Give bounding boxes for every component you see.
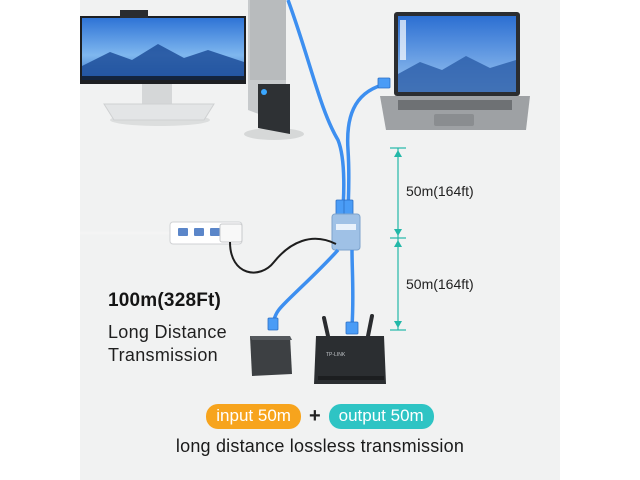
extender-label <box>336 224 356 230</box>
tower-front <box>258 84 290 134</box>
rj45-plug-nas <box>267 317 279 331</box>
distance-label-lower: 50m(164ft) <box>406 276 474 292</box>
monitor-mountains <box>82 44 244 80</box>
nas-box <box>250 336 292 376</box>
scene-illustration: TP-LINK <box>80 0 530 384</box>
plus-sign: + <box>308 405 321 427</box>
laptop-trackpad <box>434 114 474 126</box>
tower-panel <box>250 0 286 80</box>
laptop-keyboard <box>398 100 512 110</box>
tagline: long distance lossless transmission <box>175 436 465 456</box>
router-antenna-right <box>366 314 374 338</box>
distance-arrow-top <box>394 150 402 157</box>
router-antenna-left <box>322 316 330 338</box>
router-body <box>314 336 386 384</box>
headline-distance: 100m(328Ft) <box>108 290 222 311</box>
nas-box-top <box>250 336 292 340</box>
output-pill: output 50m <box>328 404 434 429</box>
rj45-plug-laptop <box>377 77 391 89</box>
cable-extender-to-nas <box>272 248 340 321</box>
monitor-stand-base <box>103 103 215 121</box>
extender-body <box>331 213 361 251</box>
monitor-top-accessory <box>120 10 148 18</box>
distance-arrow-mid-down <box>394 240 402 247</box>
subtitle-line-2: Transmission <box>108 345 218 365</box>
input-output-row: input 50m + output 50m <box>80 404 560 429</box>
laptop-desktop-icons <box>400 20 406 60</box>
subtitle-line-1: Long Distance <box>108 322 227 342</box>
distance-arrow-mid-up <box>394 229 402 236</box>
power-strip-socket-1 <box>178 228 188 236</box>
power-strip-socket-2 <box>194 228 204 236</box>
router-brand-label: TP-LINK <box>326 352 346 358</box>
router-front-strip <box>318 376 384 380</box>
power-cable <box>229 237 337 274</box>
laptop-mountains <box>398 56 516 92</box>
tower-power-icon <box>261 89 267 95</box>
cable-extender-to-router <box>350 249 355 327</box>
cable-tower-to-extender <box>286 0 346 219</box>
cable-laptop-to-extender <box>345 82 387 219</box>
product-scene: TP-LINK 100m(328Ft) Long Distance Transm… <box>80 0 560 480</box>
power-strip-socket-3 <box>210 228 220 236</box>
monitor-taskbar <box>82 76 244 80</box>
input-pill: input 50m <box>206 404 301 429</box>
distance-label-upper: 50m(164ft) <box>406 183 474 199</box>
power-adapter <box>219 223 243 243</box>
rj45-plug-router <box>345 321 359 335</box>
distance-arrow-bottom <box>394 321 402 328</box>
